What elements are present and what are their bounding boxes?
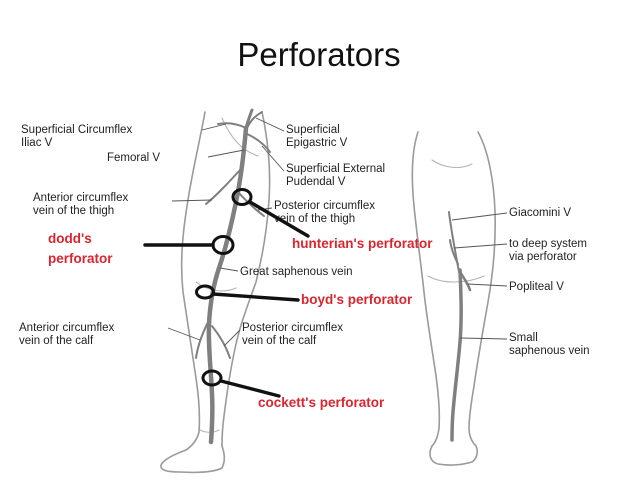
label-line: vein of the thigh — [274, 213, 355, 225]
label-line: vein of the calf — [242, 335, 317, 347]
anatomy-labels: Superficial Circumflex Iliac V Femoral V… — [19, 124, 590, 357]
leader-femoral — [207, 149, 245, 158]
popliteal-vein-junction — [458, 270, 472, 292]
label-boyd-perforator: boyd's perforator — [301, 292, 413, 307]
label-line: vein of the thigh — [33, 205, 114, 217]
right-buttock-contour — [431, 159, 473, 169]
left-leg-medial-outline — [221, 111, 271, 447]
leader-popliteal — [467, 283, 508, 287]
label-to-deep-system: to deep system via perforator — [509, 238, 590, 263]
right-popliteal-crease — [427, 275, 485, 283]
cockett-perforator-pointer — [219, 379, 281, 398]
label-superficial-circumflex-iliac: Superficial Circumflex Iliac V — [21, 124, 135, 149]
label-line: to deep system — [509, 238, 587, 250]
label-line: Superficial Circumflex — [21, 124, 132, 136]
label-line: Great saphenous vein — [240, 266, 353, 278]
label-line: Femoral V — [107, 152, 160, 164]
leader-superficial-circumflex-iliac — [201, 123, 227, 131]
label-great-saphenous: Great saphenous vein — [240, 266, 353, 278]
superficial-external-pudendal-vein — [246, 133, 271, 153]
perforator-markers — [143, 188, 310, 398]
label-line: dodd's — [48, 231, 92, 246]
label-giacomini: Giacomini V — [509, 207, 571, 219]
deep-system-perforator-vein — [449, 239, 459, 265]
label-line: Posterior circumflex — [274, 200, 375, 212]
superficial-epigastric-vein — [246, 111, 263, 129]
posterior-circumflex-calf-vein — [211, 325, 231, 359]
label-line: saphenous vein — [509, 345, 590, 357]
label-line: via perforator — [509, 251, 577, 263]
label-line: Giacomini V — [509, 207, 571, 219]
label-dodd-perforator: dodd's perforator — [48, 231, 113, 266]
label-cockett-perforator: cockett's perforator — [258, 395, 385, 410]
boyd-perforator-marker — [195, 284, 215, 300]
label-line: Anterior circumflex — [33, 192, 128, 204]
label-line: Superficial External — [286, 163, 385, 175]
label-line: Superficial — [286, 124, 340, 136]
leader-small-saphenous — [459, 337, 508, 340]
label-superficial-epigastric: Superficial Epigastric V — [286, 124, 348, 149]
label-posterior-circumflex-calf: Posterior circumflex vein of the calf — [242, 322, 346, 347]
superficial-circumflex-iliac-vein — [217, 122, 247, 129]
label-anterior-circumflex-thigh: Anterior circumflex vein of the thigh — [33, 192, 131, 217]
left-leg-lateral-outline — [180, 111, 206, 451]
label-line: vein of the calf — [19, 335, 94, 347]
label-line: perforator — [48, 251, 113, 266]
label-line: Epigastric V — [286, 137, 348, 149]
leader-to-deep-system — [453, 243, 508, 249]
label-superficial-external-pudendal: Superficial External Pudendal V — [286, 163, 388, 188]
right-leg-lateral-outline — [468, 131, 496, 447]
right-leg-illustration — [411, 131, 496, 466]
femoral-vein-segment — [244, 108, 254, 130]
label-hunterian-perforator: hunterian's perforator — [292, 236, 433, 251]
label-popliteal: Popliteal V — [509, 281, 564, 293]
anatomy-leader-lines — [167, 117, 508, 347]
boyd-perforator-pointer — [211, 292, 300, 302]
anterior-circumflex-calf-vein — [195, 317, 211, 359]
hunterian-perforator-marker — [231, 188, 253, 206]
label-line: Pudendal V — [286, 176, 346, 188]
right-leg-veins — [448, 211, 472, 442]
giacomini-vein — [448, 211, 460, 273]
leader-great-saphenous — [219, 267, 239, 272]
label-line: Anterior circumflex — [19, 322, 114, 334]
leader-superficial-external-pudendal — [261, 145, 285, 172]
leader-posterior-circumflex-calf — [223, 329, 241, 347]
perforator-labels: dodd's perforator hunterian's perforator… — [48, 231, 433, 410]
label-femoral: Femoral V — [107, 152, 160, 164]
label-anterior-circumflex-calf: Anterior circumflex vein of the calf — [19, 322, 117, 347]
label-line: Popliteal V — [509, 281, 564, 293]
leader-anterior-circumflex-calf — [167, 327, 201, 341]
left-leg-illustration — [160, 111, 271, 474]
cockett-perforator-marker — [201, 369, 223, 387]
slide-title: Perforators — [237, 36, 401, 73]
leader-anterior-circumflex-thigh — [171, 199, 213, 202]
label-line: Iliac V — [21, 137, 53, 149]
posterior-circumflex-thigh-vein — [237, 191, 265, 217]
label-line: Posterior circumflex — [242, 322, 343, 334]
leader-giacomini — [451, 212, 508, 221]
label-line: Small — [509, 332, 538, 344]
leader-superficial-epigastric — [255, 117, 285, 132]
left-foot-outline — [160, 445, 226, 474]
label-small-saphenous: Small saphenous vein — [509, 332, 590, 357]
anterior-circumflex-thigh-vein — [205, 169, 241, 205]
right-leg-medial-outline — [411, 131, 441, 447]
label-posterior-circumflex-thigh: Posterior circumflex vein of the thigh — [274, 200, 378, 225]
right-foot-outline — [429, 445, 478, 466]
hunterian-perforator-pointer — [248, 200, 310, 238]
small-saphenous-vein — [450, 268, 463, 442]
